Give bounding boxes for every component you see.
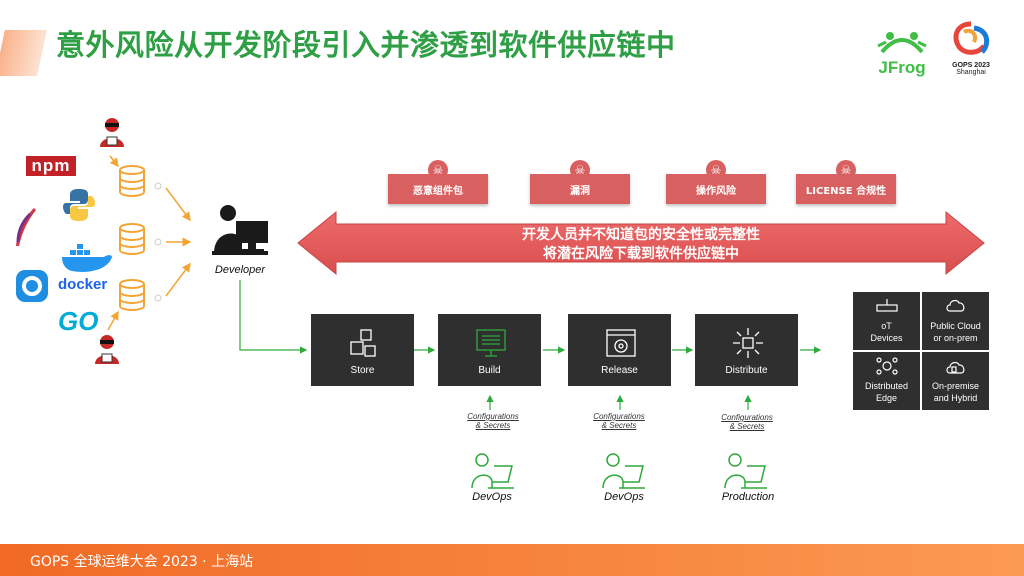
docker-logo: docker — [58, 244, 114, 293]
repository-cylinder-icon — [119, 165, 145, 197]
gops-logo: GOPS 2023 Shanghai — [944, 20, 998, 82]
config-secrets-label: Configurations& Secrets — [584, 412, 654, 430]
page-title: 意外风险从开发阶段引入并渗透到软件供应链中 — [56, 28, 676, 62]
risk-item: ☠ 操作风险 — [666, 160, 766, 206]
cloud-icon — [946, 299, 965, 312]
apache-feather-icon — [16, 208, 36, 246]
stage-label: Release — [601, 365, 638, 376]
risk-item: ☠ 漏洞 — [530, 160, 630, 206]
target-line: Edge — [875, 393, 898, 403]
stage-release: Release — [568, 314, 671, 386]
title-accent-shape — [0, 30, 47, 76]
target-line: On-premise — [931, 381, 979, 391]
devops-person-icon — [471, 453, 514, 489]
boxes-icon — [350, 329, 376, 357]
risk-label: 漏洞 — [530, 174, 630, 204]
edge-network-icon — [876, 357, 898, 375]
devops-person-icon — [602, 453, 645, 489]
risk-item: ☠ 恶意组件包 — [388, 160, 488, 206]
config-line: Configurations — [593, 412, 645, 421]
stage-label: Build — [478, 365, 501, 376]
banner-line-1: 开发人员并不知道包的安全性或完整性 — [522, 227, 760, 243]
stage-store: Store — [311, 314, 414, 386]
production-person-icon — [724, 453, 767, 489]
repository-cylinder-icon — [119, 279, 145, 311]
developer-icon — [212, 205, 268, 255]
docker-whale-icon — [62, 244, 112, 272]
config-line: & Secrets — [601, 421, 637, 430]
config-secrets-label: Configurations& Secrets — [712, 413, 782, 431]
risk-label: 恶意组件包 — [388, 174, 488, 204]
cocoapods-icon — [16, 270, 48, 302]
risk-item: ☠ LICENSE 合规性 — [796, 160, 896, 206]
build-monitor-icon — [476, 329, 506, 357]
jfrog-logo: JFrog — [874, 26, 930, 80]
stage-distribute: Distribute — [695, 314, 798, 386]
person-label: DevOps — [472, 491, 512, 503]
config-line: & Secrets — [729, 422, 765, 431]
target-on-premise-hybrid: On-premise and Hybrid — [922, 352, 989, 410]
npm-logo: npm — [26, 156, 76, 176]
python-icon — [63, 189, 95, 221]
stage-label: Distribute — [725, 365, 768, 376]
release-gear-icon — [606, 329, 636, 357]
risk-label: LICENSE 合规性 — [796, 174, 896, 204]
config-line: & Secrets — [475, 421, 511, 430]
hacker-icon — [95, 335, 119, 364]
risk-label: 操作风险 — [666, 174, 766, 204]
router-icon — [876, 299, 898, 312]
hybrid-cloud-icon — [946, 361, 965, 374]
target-line: Distributed — [864, 381, 909, 391]
target-iot-devices: oT Devices — [853, 292, 920, 350]
docker-wordmark: docker — [58, 276, 108, 293]
go-logo: GO — [58, 306, 99, 336]
banner-line-2: 将潜在风险下载到软件供应链中 — [543, 246, 739, 262]
gops-swirl-icon — [953, 21, 990, 55]
target-line: or on-prem — [933, 333, 978, 343]
jfrog-wordmark: JFrog — [878, 58, 926, 77]
target-line: Public Cloud — [930, 321, 981, 331]
developer-label: Developer — [214, 264, 266, 276]
footer-bar: GOPS 全球运维大会 2023 · 上海站 — [0, 544, 1024, 576]
gops-year: GOPS 2023 — [952, 62, 990, 69]
distribute-arrows-icon — [733, 328, 763, 358]
risk-double-arrow — [297, 210, 985, 276]
config-line: Configurations — [721, 413, 773, 422]
target-public-cloud: Public Cloud or on-prem — [922, 292, 989, 350]
repository-diagram — [107, 155, 192, 331]
hacker-icon — [100, 118, 124, 147]
config-secrets-label: Configurations& Secrets — [458, 412, 528, 430]
target-line: oT — [881, 321, 892, 331]
config-line: Configurations — [467, 412, 519, 421]
gops-city: Shanghai — [956, 69, 986, 76]
stage-label: Store — [350, 365, 375, 376]
pipeline-connectors — [239, 280, 822, 410]
stage-build: Build — [438, 314, 541, 386]
footer-text: GOPS 全球运维大会 2023 · 上海站 — [30, 554, 254, 570]
jfrog-frog-icon — [877, 32, 927, 54]
repository-cylinder-icon — [119, 223, 145, 255]
target-line: Devices — [870, 333, 903, 343]
target-line: and Hybrid — [933, 393, 978, 403]
person-label: DevOps — [604, 491, 644, 503]
person-label: Production — [721, 491, 775, 503]
